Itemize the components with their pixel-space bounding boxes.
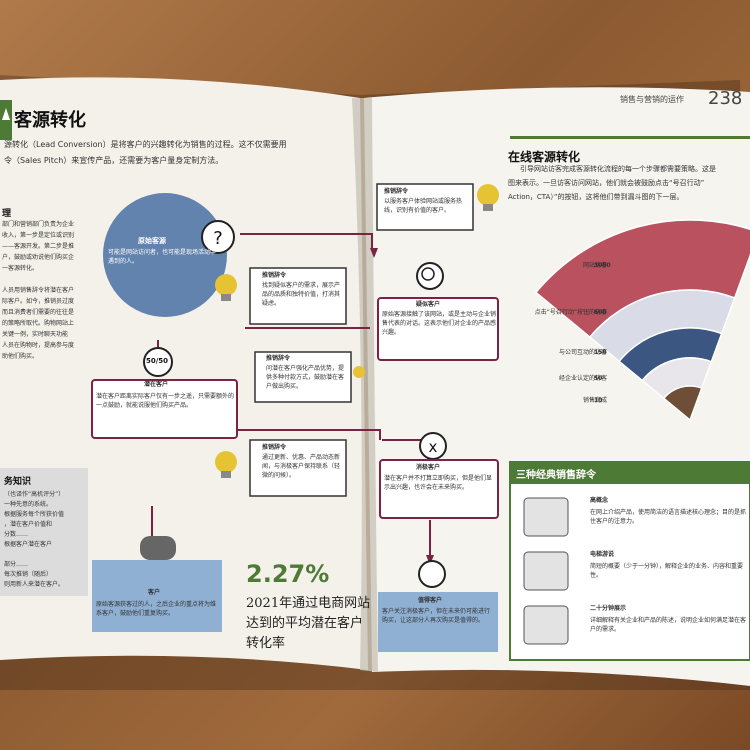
side-text-line: ——客源开发。第二步是推 bbox=[2, 242, 98, 253]
suspect-note-text: 以服务客户体验网站或服务热线，识别有价值的客户。 bbox=[384, 197, 468, 215]
pitch2-title: 推销辞令 bbox=[266, 354, 290, 363]
pitch1-text: 找到疑似客户的需求，展示产品的品质和独特价值，打消其疑虑。 bbox=[262, 281, 342, 308]
suspect-text: 原始客源接触了该网站，或是主动与企业销售代表的对话。这表示他们对企业的产品感兴趣… bbox=[382, 310, 496, 337]
intro-line-2: 令（Sales Pitch）来宣传产品，还需要为客户量身定制方法。 bbox=[4, 156, 223, 166]
pitches-box-title: 三种经典销售辞令 bbox=[516, 466, 596, 481]
page-number: 238 bbox=[708, 88, 742, 109]
knowledge-title: 务知识 bbox=[4, 474, 31, 487]
funnel-value: 10 bbox=[594, 396, 602, 405]
funnel-value: 600 bbox=[594, 308, 607, 317]
side-text-line: 人员用销售辞令将潜在客户 bbox=[2, 286, 98, 297]
side-text-line: 收入，第一步是定位或识别 bbox=[2, 231, 98, 242]
passive-title: 消极客户 bbox=[416, 463, 440, 472]
suspect-note-title: 推销辞令 bbox=[384, 187, 408, 196]
customer-text: 原始客源获客过的人，之后企业的重点将为维系客户，鼓励他们重复购买。 bbox=[96, 600, 218, 618]
pitch-name: 二十分钟展示 bbox=[590, 604, 626, 613]
pitch3-text: 通过更新、优惠、产品动态新闻，与消极客户保持联系（轻微的问候）。 bbox=[262, 453, 342, 480]
potential-title: 潜在客户 bbox=[144, 380, 168, 389]
bulb-icon-2 bbox=[353, 366, 365, 378]
online-title: 在线客源转化 bbox=[508, 148, 580, 165]
stat-line-2: 达到的平均潜在客户 bbox=[246, 612, 363, 631]
stat-line-3: 转化率 bbox=[246, 632, 285, 651]
stat-value: 2.27% bbox=[246, 560, 329, 588]
potential-text: 潜在客户距离实际客户仅有一步之遥，只需要额外的一点鼓励，就能说服他们购买产品。 bbox=[96, 392, 234, 410]
online-text-2: 图来表示。一旦访客访问网站，他们就会被鼓励点击“号召行动” bbox=[508, 178, 704, 188]
fifty-fifty-icon: 50/50 bbox=[146, 357, 168, 365]
pitch3-title: 推销辞令 bbox=[262, 443, 286, 452]
pitch-desc: 简短的概要（少于一分钟），解释企业的业务、内容和重要性。 bbox=[590, 562, 748, 580]
knowledge-item: 一种先意的系统。 bbox=[4, 500, 88, 510]
funnel-label: 网站访客 bbox=[512, 261, 607, 270]
original-text: 可能是网站访问者，也可能是现场活动中遇到的人。 bbox=[108, 248, 220, 266]
side-text-line: 人员在购物时，提高参与度 bbox=[2, 341, 98, 352]
knowledge-item: 根据服务每个所获价值 bbox=[4, 510, 88, 520]
knowledge-item: 部分…… bbox=[4, 560, 88, 570]
worth-title: 值得客户 bbox=[418, 596, 442, 605]
pitch-name: 高概念 bbox=[590, 496, 608, 505]
svg-text:x: x bbox=[429, 438, 438, 456]
side-text-line: 户，鼓励或劝说他们购买企 bbox=[2, 253, 98, 264]
funnel-label: 与公司互动的访客 bbox=[512, 348, 607, 357]
funnel-value: 3000 bbox=[594, 261, 611, 270]
funnel-value: 50 bbox=[594, 374, 602, 383]
side-text-line: 而且消费者们需要的往往是 bbox=[2, 308, 98, 319]
running-head: 销售与营销的运作 bbox=[620, 94, 684, 105]
pitch1-title: 推销辞令 bbox=[262, 271, 286, 280]
knowledge-item: 根据客户潜在客户 bbox=[4, 540, 88, 550]
pitch-desc: 在网上介绍产品，使用简洁的语言描述核心理念；目的是抓住客户的注意力。 bbox=[590, 508, 748, 526]
original-title: 原始客源 bbox=[138, 236, 166, 246]
side-text-line: 一客源转化。 bbox=[2, 264, 98, 275]
worth-text: 客户关注消极客户，但在未来仍可能进行购买，让这部分人再次购买是值得的。 bbox=[382, 607, 494, 625]
online-text-1: 引导网站访客完成客源转化流程的每一个步骤都需要策略。这是 bbox=[520, 164, 716, 174]
side-text-line bbox=[2, 275, 98, 286]
pitch-desc: 详细解释有关企业和产品的陈述，说明企业如何满足潜在客户的需求。 bbox=[590, 616, 748, 634]
intro-line-1: 源转化（Lead Conversion）是将客户的兴趣转化为销售的过程。这不仅需… bbox=[4, 140, 287, 150]
passive-text: 潜在客户并不打算立即购买，但是他们显示出兴趣，也许会在未来购买。 bbox=[384, 474, 494, 492]
pitch2-text: 问潜在客户强化产品优势，提供多种付款方式，鼓励潜在客户做出购买。 bbox=[266, 364, 348, 391]
knowledge-item: （也译作“高机评分”） bbox=[4, 490, 88, 500]
page-title: 客源转化 bbox=[14, 106, 86, 132]
funnel-value: 150 bbox=[594, 348, 607, 357]
side-text-line: 际客户。如今，推销员过度 bbox=[2, 297, 98, 308]
pitch-name: 电梯游说 bbox=[590, 550, 614, 559]
stat-line-1: 2021年通过电商网站 bbox=[246, 592, 370, 611]
knowledge-item: 每次推销（随后） bbox=[4, 570, 88, 580]
side-text-line: 助他们购买。 bbox=[2, 352, 98, 363]
funnel-label: 经企业认定的访客 bbox=[512, 374, 607, 383]
side-text-line: 部门和营销部门负责为企业 bbox=[2, 220, 98, 231]
knowledge-item bbox=[4, 550, 88, 560]
side-text-line: 的策略所取代。购物网站上 bbox=[2, 319, 98, 330]
knowledge-item: ，潜在客户价值和 bbox=[4, 520, 88, 530]
knowledge-items: （也译作“高机评分”）一种先意的系统。根据服务每个所获价值，潜在客户价值和分数…… bbox=[4, 490, 88, 590]
online-text-3: Action，CTA）”的按钮，这将他们带到漏斗图的下一层。 bbox=[508, 192, 683, 202]
side-text-line: 关键一例，实时聊天功能 bbox=[2, 330, 98, 341]
knowledge-item: 分数…… bbox=[4, 530, 88, 540]
suspect-title: 疑似客户 bbox=[416, 300, 440, 309]
customer-title: 客户 bbox=[148, 588, 160, 597]
funnel-label: 销售完成 bbox=[512, 396, 607, 405]
knowledge-item: 则用新人来潜在客户。 bbox=[4, 580, 88, 590]
side-heading: 理 bbox=[2, 206, 11, 219]
side-text: 部门和营销部门负责为企业收入，第一步是定位或识别——客源开发。第二步是推户，鼓励… bbox=[2, 220, 98, 363]
funnel-label: 点击“号召行动”按钮的访客 bbox=[512, 308, 607, 317]
svg-text:?: ? bbox=[213, 228, 223, 249]
